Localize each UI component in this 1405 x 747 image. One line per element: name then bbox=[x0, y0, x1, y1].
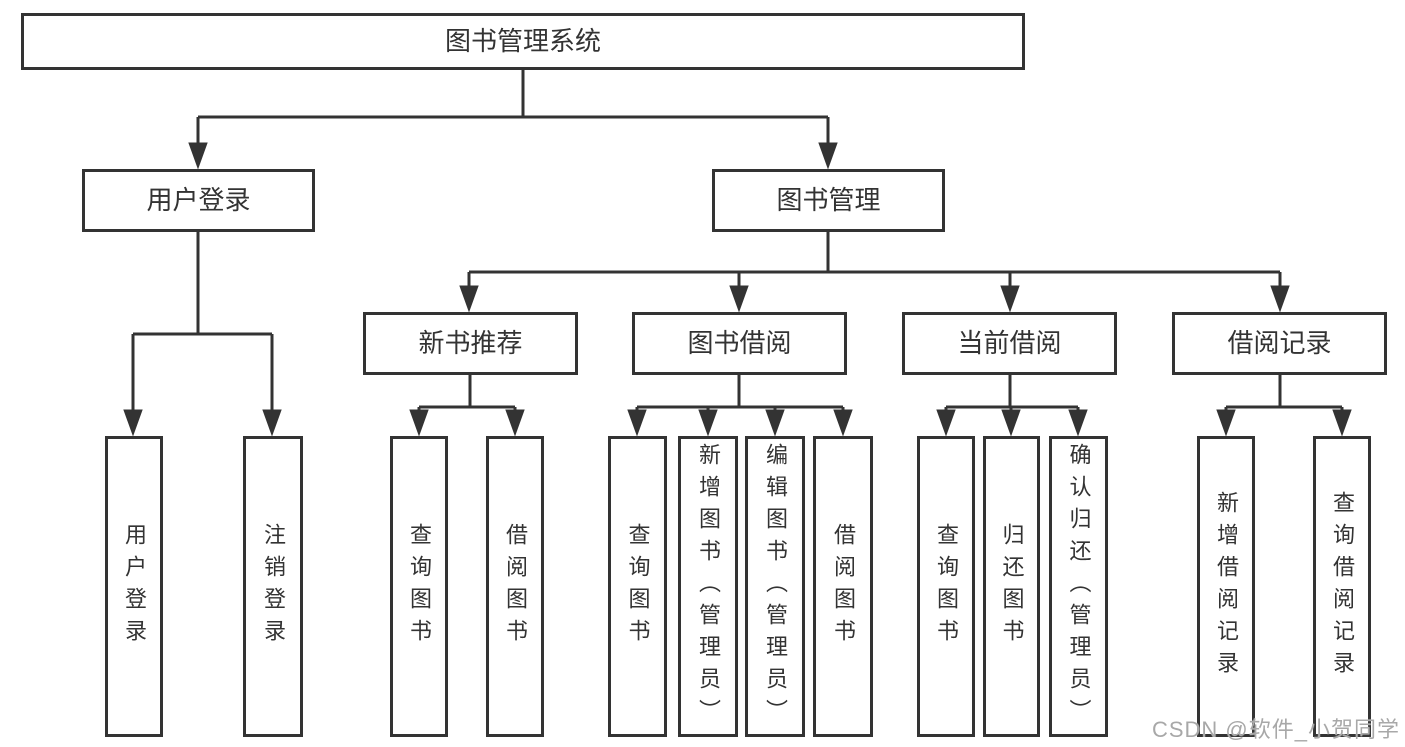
node-book-borrow: 图书借阅 bbox=[632, 312, 847, 375]
node-current-borrow: 当前借阅 bbox=[902, 312, 1117, 375]
connector-borrow-records-to-leaves bbox=[1216, 375, 1352, 437]
leaf-confirm-return-admin: 确认归还（管理员） bbox=[1049, 436, 1108, 737]
connector-user-login-to-leaves bbox=[123, 232, 282, 437]
leaf-query-borrow-record: 查询借阅记录 bbox=[1313, 436, 1371, 737]
connector-new-book-recommend-to-leaves bbox=[409, 375, 525, 437]
leaf-query-books-recommend: 查询图书 bbox=[390, 436, 448, 737]
leaf-return-books: 归还图书 bbox=[983, 436, 1040, 737]
connector-book-borrow-to-leaves bbox=[627, 375, 853, 437]
leaf-add-borrow-record: 新增借阅记录 bbox=[1197, 436, 1255, 737]
leaf-borrow-books: 借阅图书 bbox=[813, 436, 873, 737]
leaf-query-books-borrow: 查询图书 bbox=[608, 436, 667, 737]
connector-book-management-to-mids bbox=[459, 232, 1290, 313]
csdn-watermark: CSDN @软件_小贺同学 bbox=[1151, 717, 1400, 742]
leaf-query-books-current: 查询图书 bbox=[917, 436, 975, 737]
leaf-logout: 注销登录 bbox=[243, 436, 303, 737]
node-borrow-records: 借阅记录 bbox=[1172, 312, 1387, 375]
node-new-book-recommend: 新书推荐 bbox=[363, 312, 578, 375]
leaf-user-login: 用户登录 bbox=[105, 436, 163, 737]
node-root-library-management-system: 图书管理系统 bbox=[21, 13, 1025, 70]
connector-current-borrow-to-leaves bbox=[936, 375, 1088, 437]
leaf-add-books-admin: 新增图书（管理员） bbox=[678, 436, 738, 737]
leaf-edit-books-admin: 编辑图书（管理员） bbox=[745, 436, 805, 737]
leaf-borrow-books-recommend: 借阅图书 bbox=[486, 436, 544, 737]
node-book-management: 图书管理 bbox=[712, 169, 945, 232]
node-user-login: 用户登录 bbox=[82, 169, 315, 232]
connector-root-to-level2 bbox=[188, 70, 838, 170]
